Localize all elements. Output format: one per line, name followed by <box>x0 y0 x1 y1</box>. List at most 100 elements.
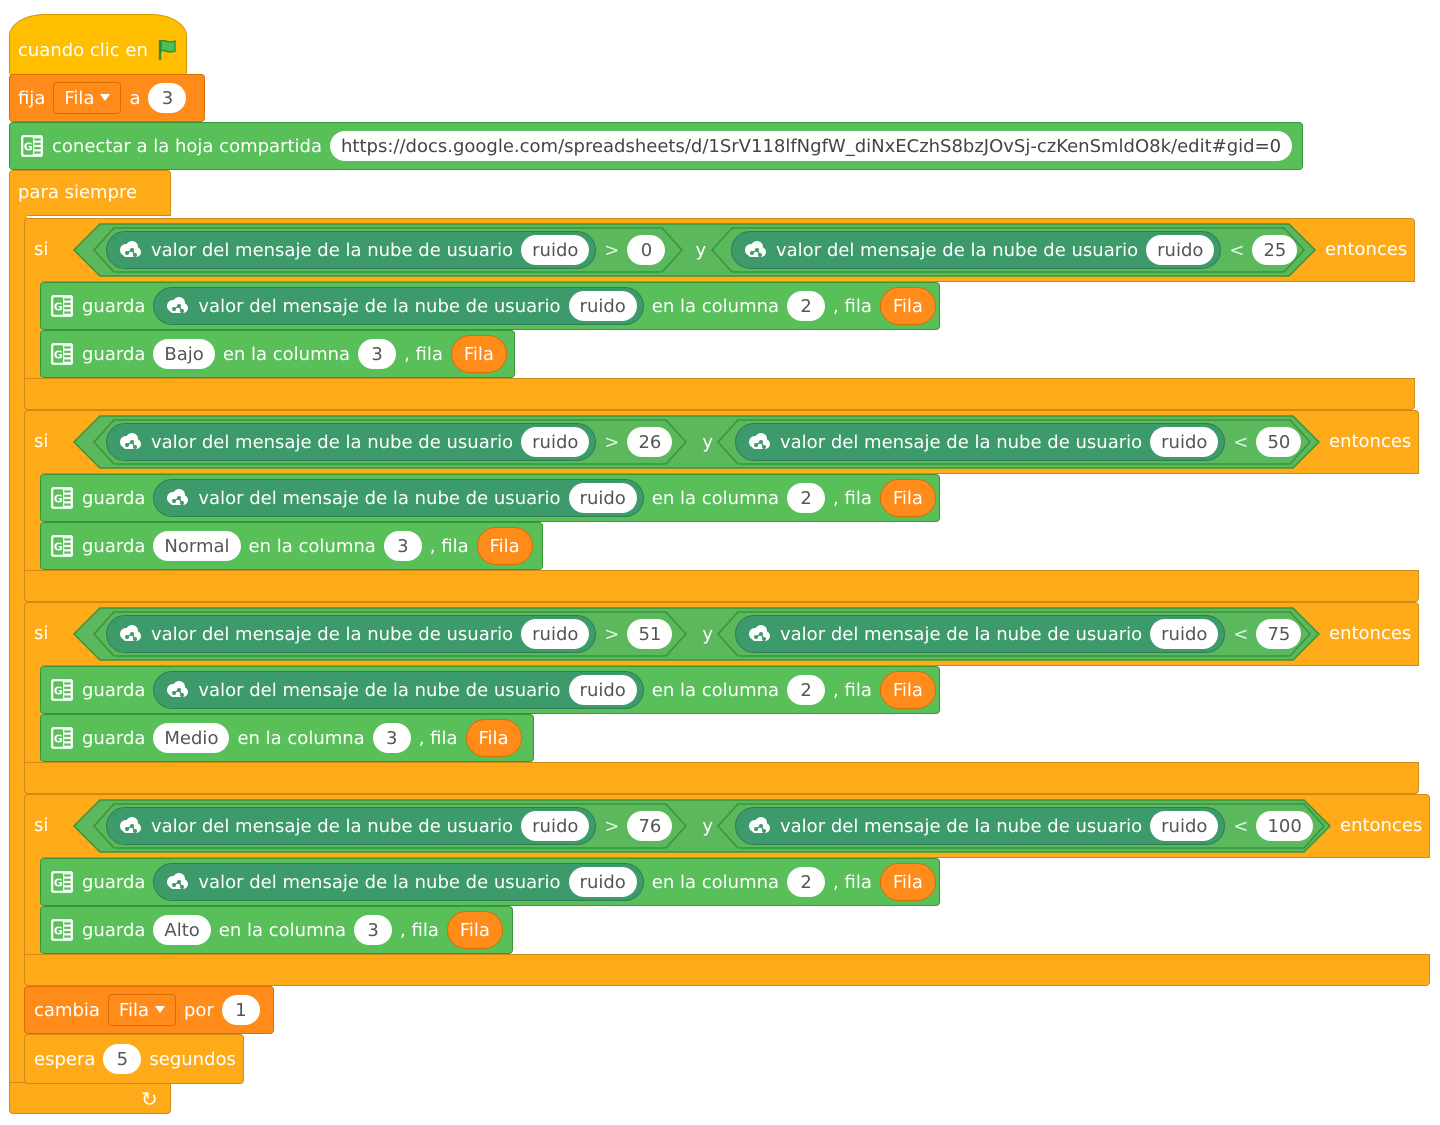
and-label: y <box>702 431 714 453</box>
row-variable-reporter[interactable]: Fila <box>879 671 936 709</box>
hat-label: cuando clic en <box>18 39 148 61</box>
gt-symbol: > <box>604 431 620 453</box>
row-variable-reporter[interactable]: Fila <box>879 287 936 325</box>
level-text-input[interactable]: Medio <box>153 723 230 753</box>
row-label: , fila <box>429 535 469 557</box>
forever-block[interactable] <box>9 170 171 216</box>
cloud-message-input[interactable]: ruido <box>521 811 590 841</box>
cloud-message-input[interactable]: ruido <box>521 235 590 265</box>
cloud-message-reporter[interactable]: valor del mensaje de la nube de usuario … <box>735 807 1226 845</box>
row-label: , fila <box>833 679 872 701</box>
column-input[interactable]: 3 <box>372 723 411 753</box>
row-variable-reporter[interactable]: Fila <box>879 479 936 517</box>
cloud-message-input[interactable]: ruido <box>1150 427 1219 457</box>
cloud-value-label: valor del mensaje de la nube de usuario <box>198 679 561 701</box>
cloud-message-input[interactable]: ruido <box>1150 811 1219 841</box>
google-sheets-icon <box>50 534 74 558</box>
cloud-message-input[interactable]: ruido <box>568 483 637 513</box>
column-input[interactable]: 3 <box>383 531 422 561</box>
save-label-block[interactable] <box>40 522 543 570</box>
cloud-message-reporter[interactable]: valor del mensaje de la nube de usuario … <box>106 423 597 461</box>
then-label: entonces <box>1329 623 1412 644</box>
change-variable-name: Fila <box>118 999 149 1021</box>
level-text-input[interactable]: Normal <box>153 531 241 561</box>
cloud-message-reporter[interactable]: valor del mensaje de la nube de usuario … <box>735 423 1226 461</box>
then-label: entonces <box>1340 815 1423 836</box>
save-label: guarda <box>82 727 146 749</box>
gt-symbol: > <box>604 239 620 261</box>
cloud-icon <box>164 871 190 893</box>
sheet-url-input[interactable]: https://docs.google.com/spreadsheets/d/1… <box>330 131 1293 161</box>
cloud-message-reporter[interactable]: valor del mensaje de la nube de usuario … <box>106 615 597 653</box>
cloud-message-input[interactable]: ruido <box>521 619 590 649</box>
cloud-message-reporter[interactable]: valor del mensaje de la nube de usuario … <box>153 479 644 517</box>
column-input[interactable]: 3 <box>354 915 393 945</box>
if-block-foot <box>24 762 1419 794</box>
wait-label: espera <box>34 1048 96 1070</box>
cloud-message-reporter[interactable]: valor del mensaje de la nube de usuario … <box>106 807 597 845</box>
high-threshold-input[interactable]: 75 <box>1256 619 1302 649</box>
dropdown-arrow-icon <box>155 1006 165 1014</box>
low-threshold-input[interactable]: 0 <box>627 235 666 265</box>
cloud-message-reporter[interactable]: valor del mensaje de la nube de usuario … <box>153 863 644 901</box>
cloud-message-input[interactable]: ruido <box>1150 619 1219 649</box>
if-block-foot <box>24 954 1430 986</box>
cloud-icon <box>746 623 772 645</box>
row-variable-reporter[interactable]: Fila <box>879 863 936 901</box>
cloud-value-label: valor del mensaje de la nube de usuario <box>151 623 514 645</box>
high-threshold-input[interactable]: 50 <box>1256 427 1302 457</box>
column-input[interactable]: 2 <box>787 675 826 705</box>
level-text-input[interactable]: Bajo <box>153 339 215 369</box>
if-block-arm <box>24 664 42 764</box>
level-text-input[interactable]: Alto <box>153 915 211 945</box>
high-threshold-input[interactable]: 100 <box>1256 811 1313 841</box>
row-variable-reporter[interactable]: Fila <box>446 911 503 949</box>
google-sheets-icon <box>50 678 74 702</box>
save-label-block[interactable] <box>40 714 534 762</box>
lt-symbol: < <box>1233 815 1249 837</box>
when-flag-clicked-block[interactable] <box>9 14 187 76</box>
cloud-message-reporter[interactable]: valor del mensaje de la nube de usuario … <box>153 287 644 325</box>
cloud-message-input[interactable]: ruido <box>521 427 590 457</box>
column-input[interactable]: 2 <box>787 867 826 897</box>
if-block-arm <box>24 472 42 572</box>
cloud-value-label: valor del mensaje de la nube de usuario <box>776 239 1139 261</box>
column-input[interactable]: 3 <box>358 339 397 369</box>
lt-symbol: < <box>1229 239 1245 261</box>
row-variable-reporter[interactable]: Fila <box>465 719 522 757</box>
set-value-input[interactable]: 3 <box>148 83 187 113</box>
google-sheets-icon <box>20 134 44 158</box>
cloud-value-label: valor del mensaje de la nube de usuario <box>780 815 1143 837</box>
variable-dropdown[interactable]: Fila <box>53 82 122 114</box>
row-variable-reporter[interactable]: Fila <box>476 527 533 565</box>
cloud-message-input[interactable]: ruido <box>1146 235 1215 265</box>
variable-name: Fila <box>64 87 95 109</box>
lt-symbol: < <box>1233 623 1249 645</box>
save-label-block[interactable] <box>40 906 513 954</box>
and-label: y <box>702 815 714 837</box>
cloud-message-reporter[interactable]: valor del mensaje de la nube de usuario … <box>106 231 597 269</box>
row-variable-reporter[interactable]: Fila <box>450 335 507 373</box>
column-input[interactable]: 2 <box>787 291 826 321</box>
low-threshold-input[interactable]: 51 <box>627 619 673 649</box>
cloud-message-reporter[interactable]: valor del mensaje de la nube de usuario … <box>735 615 1226 653</box>
in-column-label: en la columna <box>651 679 780 701</box>
cloud-message-input[interactable]: ruido <box>568 675 637 705</box>
column-input[interactable]: 2 <box>787 483 826 513</box>
cloud-message-input[interactable]: ruido <box>568 291 637 321</box>
cloud-message-input[interactable]: ruido <box>568 867 637 897</box>
wait-value-input[interactable]: 5 <box>103 1044 142 1074</box>
low-threshold-input[interactable]: 26 <box>627 427 673 457</box>
low-threshold-input[interactable]: 76 <box>627 811 673 841</box>
save-label: guarda <box>82 679 146 701</box>
row-label: , fila <box>833 871 872 893</box>
high-threshold-input[interactable]: 25 <box>1252 235 1298 265</box>
change-value-input[interactable]: 1 <box>221 995 260 1025</box>
cloud-message-reporter[interactable]: valor del mensaje de la nube de usuario … <box>153 671 644 709</box>
change-variable-dropdown[interactable]: Fila <box>107 994 176 1026</box>
if-label: si <box>34 431 49 452</box>
gt-symbol: > <box>604 815 620 837</box>
forever-label: para siempre <box>18 182 138 203</box>
save-label-block[interactable] <box>40 330 515 378</box>
cloud-message-reporter[interactable]: valor del mensaje de la nube de usuario … <box>731 231 1222 269</box>
